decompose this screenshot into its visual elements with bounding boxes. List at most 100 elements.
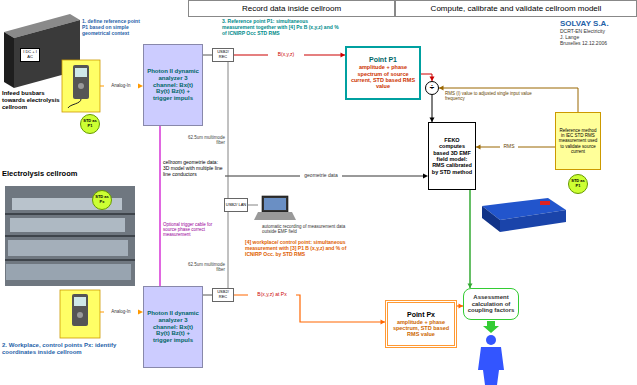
cell-row (8, 240, 128, 256)
human-figure (478, 335, 504, 385)
connector-label: RMS (500, 144, 518, 150)
busbar-end (4, 32, 14, 88)
note-label: J. Lange (560, 35, 635, 41)
connector (476, 145, 555, 150)
connector (228, 62, 229, 198)
analog-wire (100, 310, 143, 315)
node-title: Assessment calculation of coupling facto… (466, 294, 516, 315)
meter-picture (60, 290, 100, 338)
meter-picture (62, 60, 100, 112)
result-arrow (483, 321, 499, 333)
result-box: Point Pxamplitude + phase spectrum, STD … (385, 300, 457, 348)
connector (234, 53, 345, 58)
node-title: STD as P1 (81, 119, 99, 128)
note-label: [4] workplace/ control point: simultaneo… (245, 240, 355, 257)
connector (430, 95, 435, 122)
note-label: cellroom geometrie data: 3D model with m… (163, 160, 223, 177)
node-title: USB2/ LAN (226, 203, 246, 208)
meter-body (72, 294, 88, 326)
note-label: SOLVAY S.A. (560, 19, 635, 28)
header-box: Compute, calibrate and validate cellroom… (395, 0, 637, 17)
interface-box: USB2/ REC (212, 48, 234, 62)
connector (439, 86, 578, 113)
interface-box: USB2/ LAN (224, 198, 248, 212)
model-hotspot (540, 201, 550, 205)
reference-box: Reference method in IEC STD RMS measurem… (555, 112, 601, 170)
laptop-lid (262, 196, 288, 212)
cellroom-photo (5, 186, 135, 286)
connector-label: 62.5um multimode fiber (178, 135, 225, 145)
laptop-screen (264, 198, 286, 210)
node-title: I DC + I AC (21, 50, 39, 59)
connector-label: B(x,y,z) at Px (248, 292, 296, 298)
arrow-head (476, 145, 481, 150)
cable (248, 205, 258, 206)
node-title: Photon II dynamic analyzer 3 channel: Bx… (146, 310, 200, 344)
figure-head (486, 335, 496, 345)
connector-line (234, 295, 385, 322)
meter-ground (60, 290, 100, 338)
node-title: Point P1 (369, 56, 397, 64)
node-body: amplitude + phase spectrum of source cur… (349, 64, 417, 89)
model-side (482, 206, 500, 232)
figure-body (478, 347, 504, 385)
solver-box: FEKO computes based 3D EMF field model: … (428, 122, 476, 190)
connector-line (469, 190, 471, 288)
floor-line (5, 213, 135, 215)
status-circle: STD as Px (92, 190, 112, 210)
photo-ground (5, 186, 135, 286)
note-label: Infeed busbars towards electrolysis cell… (2, 90, 60, 111)
current-box: I DC + I AC (20, 48, 40, 62)
connector-line (439, 88, 578, 112)
probe-cable (68, 99, 81, 108)
analyzer-box: Photon II dynamic analyzer 3 channel: Bx… (143, 286, 203, 368)
node-title: Photon II dynamic analyzer 3 channel: Bx… (146, 68, 200, 102)
connector-label: Optional trigger cable for source phase … (163, 222, 225, 238)
geometry-wire (225, 174, 428, 179)
node-title: Point Px (407, 311, 435, 319)
status-circle: STD as P1 (80, 114, 100, 134)
header-box: Record data inside cellroom (188, 0, 395, 17)
cell-row (6, 264, 131, 280)
connector-line (228, 212, 229, 288)
node-title: STD as P1 (569, 179, 587, 188)
connector-label: B(x,y,z) (268, 52, 304, 58)
arrow-head (439, 86, 444, 91)
connector (160, 126, 161, 286)
connector-line (203, 55, 212, 56)
cell-row (10, 218, 125, 232)
floor-line (5, 235, 135, 237)
meter-screen (75, 68, 87, 77)
node-title: Compute, calibrate and validate cellroom… (431, 4, 602, 13)
connector-line (228, 62, 229, 198)
connector (234, 295, 385, 325)
node-title: USB2/ REC (213, 50, 233, 59)
wire-label: geometrie data (300, 173, 342, 179)
laptop-base (254, 212, 296, 220)
meter-screen (74, 297, 86, 306)
interface-box: USB2/ REC (212, 288, 234, 302)
wire-label: Analog-In (104, 309, 138, 314)
node-title: Record data inside cellroom (242, 4, 341, 13)
note-label: 3. Reference point P1: simultaneous meas… (222, 19, 342, 36)
field-model-picture (482, 198, 566, 232)
floor-line (5, 259, 135, 261)
node-title: ÷ (430, 83, 434, 92)
connector (421, 74, 435, 81)
connector (203, 55, 212, 56)
node-title: USB2/ REC (213, 290, 233, 299)
note-label: 2. Workplace, control points Px: identif… (2, 342, 140, 356)
analyzer-box: Photon II dynamic analyzer 3 channel: Bx… (143, 44, 203, 126)
note-label: Electrolysis cellroom (2, 170, 122, 179)
meter-body (73, 65, 89, 99)
connector-label: 62.5um multimode fiber (178, 262, 225, 272)
status-circle: STD as P1 (568, 174, 588, 194)
analog-wire (100, 84, 143, 89)
connector (468, 190, 473, 288)
wire-label: Analog-In (104, 83, 138, 88)
note-label: automatic recording of measurement data … (262, 224, 347, 234)
node-title: FEKO computes based 3D EMF field model: … (431, 137, 473, 175)
node-title: STD as Px (93, 195, 111, 204)
operator-circle: ÷ (425, 81, 439, 95)
